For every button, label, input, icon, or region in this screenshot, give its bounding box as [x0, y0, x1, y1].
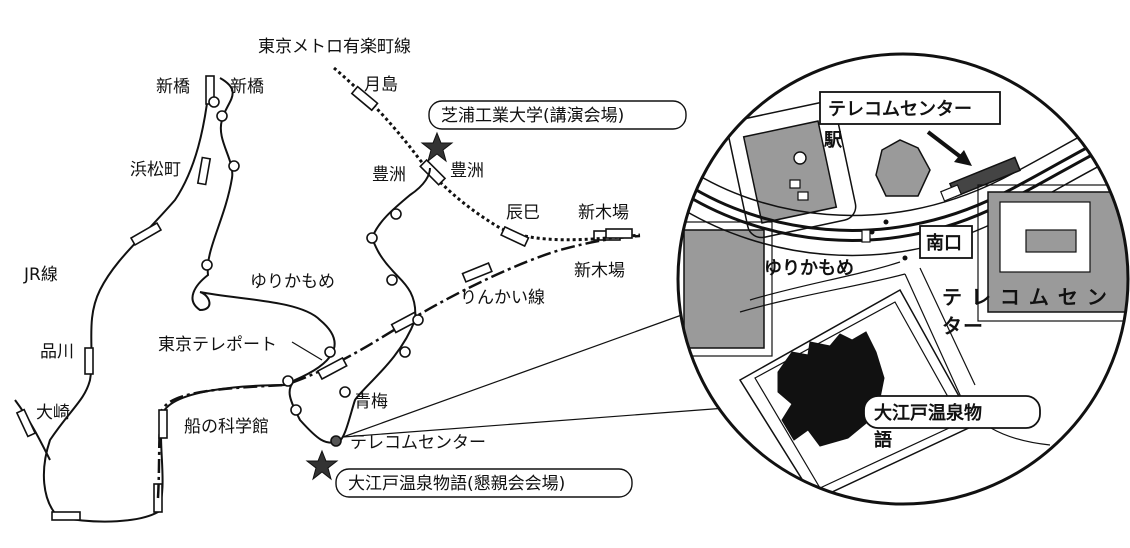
station-marker-yk-kokusai — [399, 346, 411, 358]
yurikamome-line — [191, 77, 431, 444]
inset-station-suffix: 駅 — [823, 130, 843, 151]
station-marker-yk-fune — [290, 404, 302, 416]
station-marker-shinagawa — [84, 347, 94, 375]
station-label-tsukishima: 月島 — [364, 75, 398, 95]
south-exit-label: 南口 — [926, 232, 962, 254]
station-marker-tokyo-teleport — [316, 356, 348, 381]
onsen-label-line2: 語 — [874, 429, 892, 451]
station-marker-yk-teleport — [282, 375, 294, 387]
onsen-label-box — [863, 395, 1041, 429]
callout-line-upper — [342, 311, 691, 438]
onsen-label-line1: 大江戸温泉物 — [874, 402, 982, 424]
station-label-tokyo-teleport: 東京テレポート — [158, 335, 277, 355]
station-label-osaki: 大崎 — [36, 403, 70, 423]
station-marker-yk-shibaura — [201, 259, 213, 271]
station-label-toyosu-yk: 豊洲 — [372, 165, 406, 185]
rinkai-line — [156, 234, 641, 499]
station-marker-rinkai-3 — [461, 262, 493, 283]
banquet-venue-label: 大江戸温泉物語(懇親会会場) — [348, 474, 565, 494]
station-label-shinagawa: 品川 — [40, 342, 74, 362]
rinkai-line-label: りんかい線 — [460, 288, 545, 308]
yurikamome-line-label: ゆりかもめ — [250, 272, 335, 292]
station-label-shimbashi-jr: 新橋 — [156, 77, 190, 97]
star-icon-banquet-venue — [305, 449, 339, 481]
station-marker-hamamatsucho — [196, 156, 212, 186]
station-marker-tamachi — [129, 221, 163, 247]
station-marker-telecom-center — [330, 435, 342, 447]
building-upper-left — [742, 120, 838, 224]
station-label-aomi: 青梅 — [354, 392, 388, 412]
telecom-building-label-line1: テ レ コ ム セ ン — [942, 285, 1108, 309]
station-label-shimbashi-yk: 新橋 — [230, 77, 264, 97]
building-left — [683, 229, 765, 349]
station-marker-yk-takeshiba — [228, 160, 240, 172]
station-marker-yk-shiodome — [216, 110, 228, 122]
callout-line-lower — [342, 407, 727, 438]
banquet-venue-pill — [335, 468, 633, 498]
south-exit-box — [919, 225, 973, 259]
inset-station-title-box — [819, 91, 1001, 125]
teleport-leader-line — [291, 341, 323, 361]
station-label-tatsumi: 辰巳 — [506, 203, 540, 223]
station-marker-yk-ariaketennis — [386, 274, 398, 286]
jr-station-markers — [15, 75, 215, 521]
station-marker-yk-ariake — [412, 314, 424, 326]
yurakucho-line-label: 東京メトロ有楽町線 — [258, 37, 411, 57]
jr-line-label: JR線 — [23, 265, 58, 285]
station-marker-jr-bottom — [51, 511, 81, 521]
telecom-building-label-line2: ター — [942, 314, 984, 338]
station-marker-yk-odaiba — [324, 346, 336, 358]
building-top-center — [875, 139, 931, 197]
station-label-hamamatsucho: 浜松町 — [130, 160, 181, 180]
yurikamome-station-markers — [201, 96, 424, 447]
station-marker-rinkai-1 — [158, 409, 168, 439]
station-marker-tsukishima — [350, 85, 379, 112]
star-icon-lecture-venue — [420, 131, 454, 163]
station-marker-yk-shintoyosu — [390, 208, 402, 220]
station-marker-toyosu-metro — [419, 158, 447, 186]
inset-yurikamome-label: ゆりかもめ — [764, 258, 854, 279]
station-marker-yk-shijomae — [366, 232, 378, 244]
inset-map: テレコムセンター 駅 南口 ゆりかもめ テ レ コ ム セ ン ター 大江戸温泉… — [676, 52, 1130, 506]
station-label-shinkiba-metro: 新木場 — [578, 203, 629, 223]
station-label-shinkiba-rinkai: 新木場 — [574, 261, 625, 281]
station-marker-yk-aomi — [339, 386, 351, 398]
inset-station-title: テレコムセンター — [828, 99, 972, 120]
lecture-venue-pill — [428, 100, 687, 130]
station-label-toyosu-metro: 豊洲 — [450, 161, 484, 181]
lecture-venue-label: 芝浦工業大学(講演会場) — [441, 106, 624, 126]
arrow-icon — [954, 150, 972, 166]
station-label-fune-no-kagakukan: 船の科学館 — [184, 417, 269, 437]
station-marker-shinkiba-metro — [605, 228, 633, 239]
station-marker-tatsumi — [500, 225, 530, 248]
station-label-telecom-center: テレコムセンター — [350, 433, 486, 453]
station-marker-osaki — [15, 408, 37, 438]
inset-circle-border — [676, 52, 1130, 506]
station-marker-yk-shimbashi — [208, 96, 220, 108]
